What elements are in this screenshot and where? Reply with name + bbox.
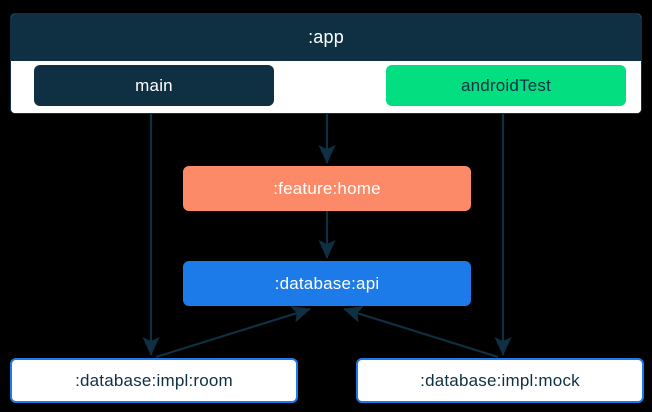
node-main-label: main (135, 75, 173, 95)
node-androidtest-label: androidTest (460, 75, 552, 95)
node-database-impl-mock[interactable]: :database:impl:mock (356, 358, 644, 403)
cluster-app-body: main androidTest (11, 61, 641, 113)
node-database-impl-mock-label: :database:impl:mock (420, 370, 580, 390)
node-main[interactable]: main (34, 65, 274, 106)
cluster-app-title: :app (11, 14, 641, 61)
edge-impl-mock-to-database-api (343, 306, 499, 359)
node-database-api-label: :database:api (274, 273, 380, 293)
node-androidtest[interactable]: androidTest (386, 65, 626, 106)
node-feature-home-label: :feature:home (273, 178, 381, 198)
edge-impl-room-to-database-api (155, 306, 311, 359)
cluster-app[interactable]: :app main androidTest (10, 13, 642, 114)
node-database-impl-room[interactable]: :database:impl:room (10, 358, 298, 403)
node-feature-home[interactable]: :feature:home (183, 166, 471, 211)
node-database-impl-room-label: :database:impl:room (75, 370, 233, 390)
node-database-api[interactable]: :database:api (183, 261, 471, 306)
